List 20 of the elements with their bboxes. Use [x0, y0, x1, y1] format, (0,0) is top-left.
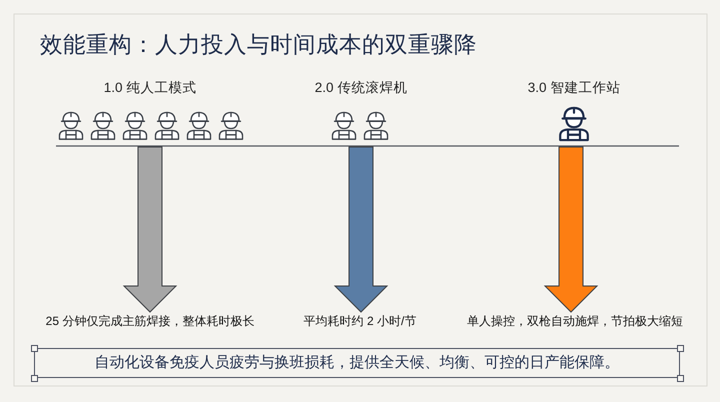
caption: 平均耗时约 2 小时/节 — [304, 312, 416, 330]
arrow — [334, 146, 388, 313]
caption: 单人操控，双枪自动施焊，节拍极大缩短 — [467, 312, 683, 330]
column-heading: 2.0 传统滚焊机 — [314, 79, 408, 97]
worker-icon — [186, 110, 212, 140]
worker-icon — [58, 110, 84, 140]
column-heading: 1.0 纯人工模式 — [104, 79, 196, 97]
worker-icon — [363, 110, 389, 140]
worker-icon — [90, 110, 116, 140]
worker-icon — [122, 110, 148, 140]
caption: 25 分钟仅完成主筋焊接，整体耗时极长 — [46, 312, 254, 330]
column-heading: 3.0 智建工作站 — [528, 79, 620, 97]
worker-icon — [558, 105, 590, 141]
arrow — [544, 146, 598, 313]
arrow — [122, 146, 178, 313]
summary-box: 自动化设备免疫人员疲劳与换班损耗，提供全天候、均衡、可控的日产能保障。 — [34, 348, 680, 378]
title: 效能重构：人力投入与时间成本的双重骤降 — [40, 31, 477, 59]
worker-icon — [218, 110, 244, 140]
worker-icon — [154, 110, 180, 140]
worker-icon — [331, 110, 357, 140]
